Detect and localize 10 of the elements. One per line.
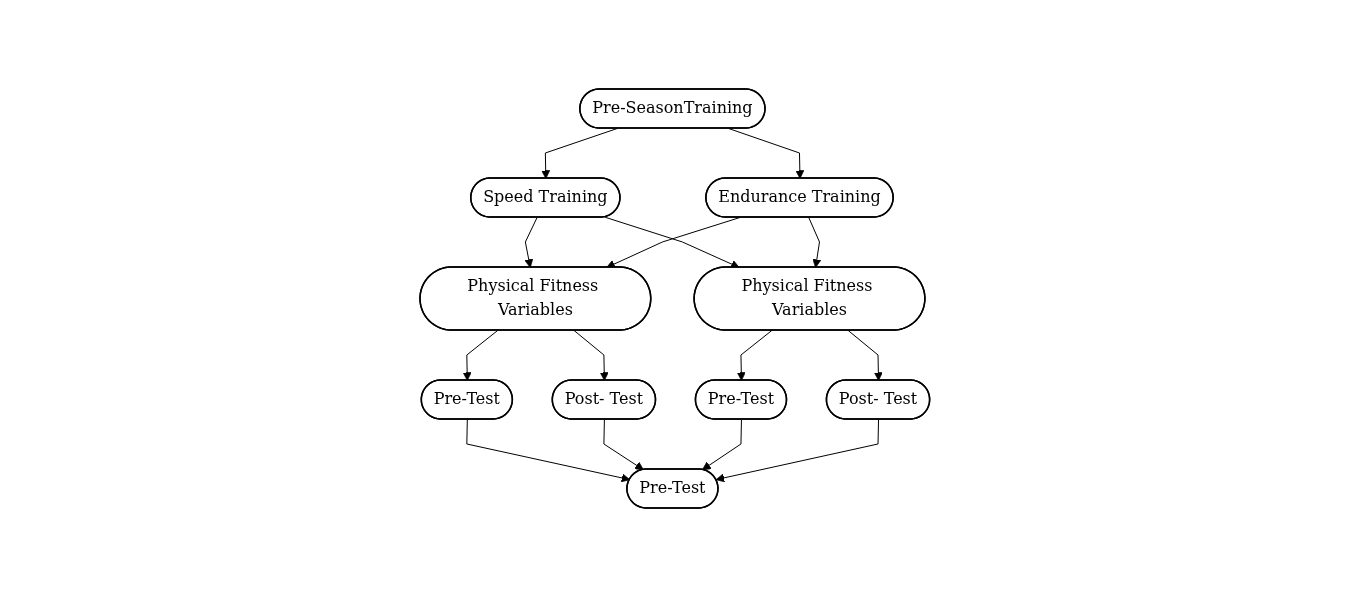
- arrow: [715, 419, 880, 483]
- arrow: [462, 330, 499, 381]
- arrow: [524, 217, 538, 268]
- arrow: [603, 419, 644, 471]
- arrow: [808, 217, 822, 268]
- arrow: [466, 419, 631, 483]
- arrow: [573, 330, 609, 381]
- arrow: [702, 419, 743, 471]
- arrow: [847, 330, 883, 381]
- arrow: [737, 330, 773, 381]
